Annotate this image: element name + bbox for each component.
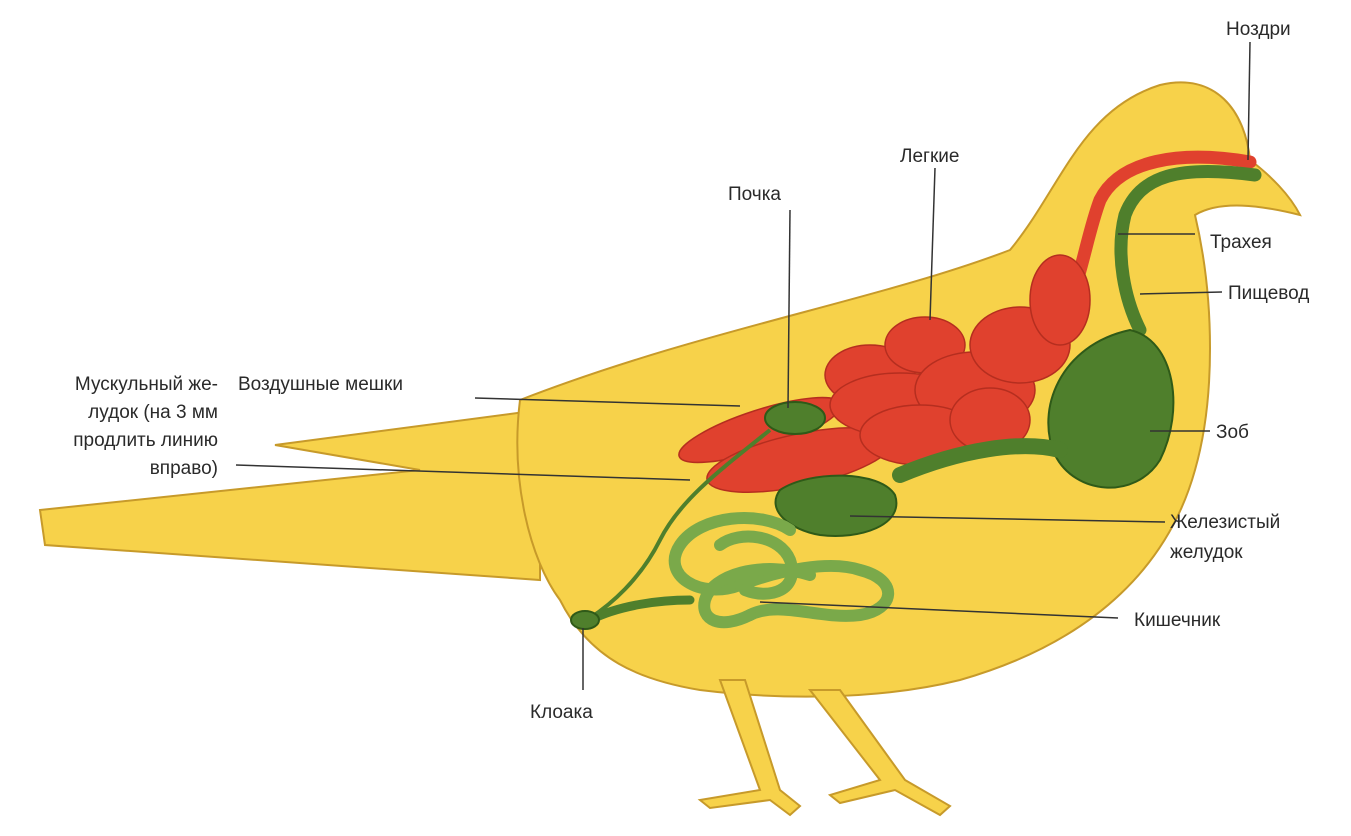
kidney [765,402,825,434]
leg-right [810,690,950,815]
leg-left [700,680,800,815]
cloaca [571,611,599,629]
label-muscular-stomach-line4: вправо) [10,456,218,481]
label-esophagus: Пищевод [1228,281,1309,306]
label-air-sacs: Воздушные мешки [238,372,403,397]
label-cloaca: Клоака [530,700,593,725]
label-glandular-stomach-line1: Железистый [1170,510,1280,535]
label-glandular-stomach-line2: желудок [1170,540,1243,565]
leader-nostrils [1248,42,1250,160]
label-lungs: Легкие [900,144,959,169]
label-muscular-stomach-line3: продлить линию [10,428,218,453]
lung [1030,255,1090,345]
label-kidney: Почка [728,182,781,207]
label-crop: Зоб [1216,420,1249,445]
label-muscular-stomach-line2: лудок (на 3 мм [10,400,218,425]
label-intestine: Кишечник [1134,608,1220,633]
label-muscular-stomach-line1: Мускульный же- [10,372,218,397]
label-nostrils: Ноздри [1226,17,1291,42]
label-trachea: Трахея [1210,230,1272,255]
